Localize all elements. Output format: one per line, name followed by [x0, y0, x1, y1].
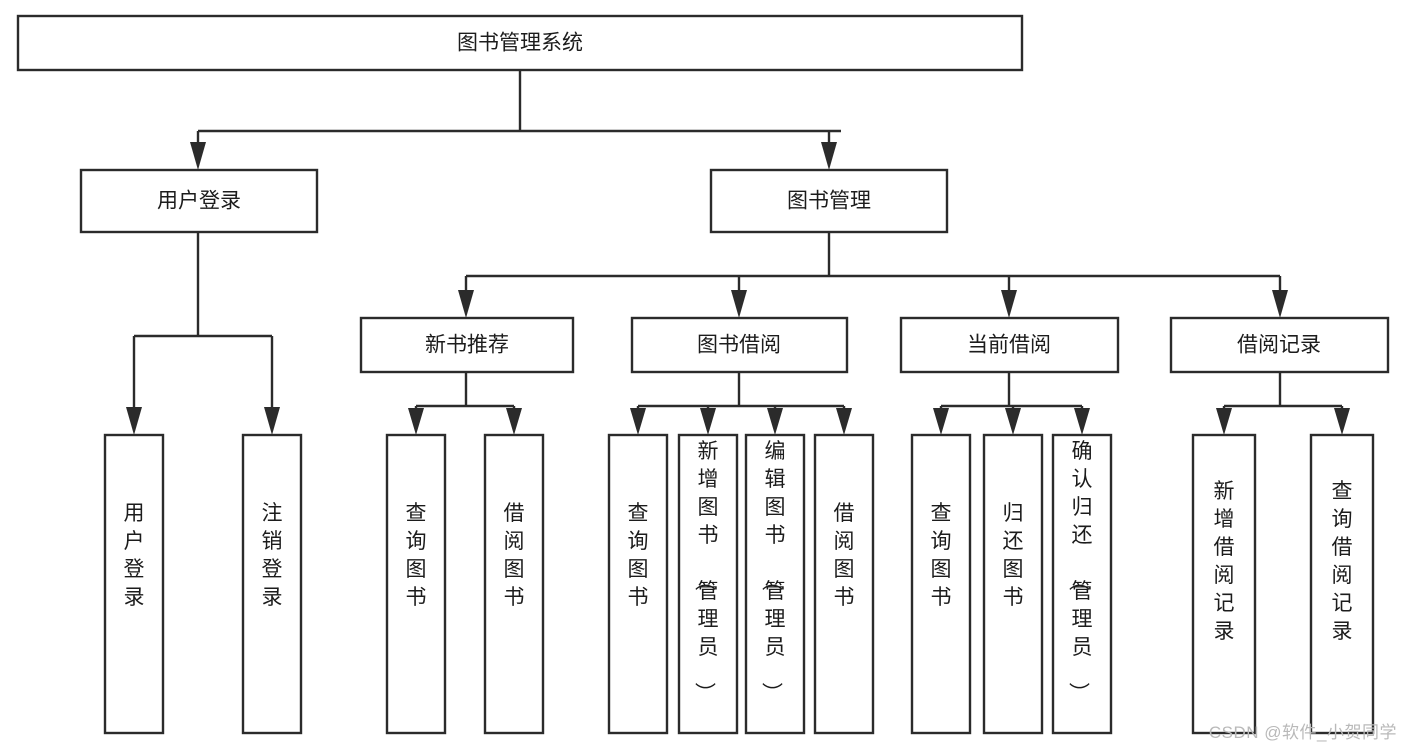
arrow-borrow-record-leaf-2-icon: [1334, 408, 1350, 435]
arrow-new-book-rec-leaf-1-icon: [408, 408, 424, 435]
edge-group-current-borrow: [933, 372, 1090, 435]
node-book-borrow[interactable]: 图书借阅: [630, 316, 849, 374]
node-user-login-box[interactable]: [79, 168, 319, 234]
leaf-query-book-cur[interactable]: 查询图书: [910, 433, 972, 735]
node-book-manage-box[interactable]: [709, 168, 949, 234]
arrow-book-manage-to-new-book-rec-icon: [458, 290, 474, 318]
leaf-add-book-label: 新增图书（管理员）: [693, 440, 719, 703]
leaf-borrow-book-label: 借阅图书: [834, 502, 855, 609]
node-new-book-rec-box[interactable]: [359, 316, 575, 374]
leaf-query-book-borrow[interactable]: 查询图书: [607, 433, 669, 735]
arrow-current-borrow-leaf-1-icon: [933, 408, 949, 435]
edge-group-user-login: [126, 232, 280, 435]
node-root-box[interactable]: [16, 14, 1024, 72]
node-borrow-record-label: 借阅记录: [1237, 334, 1321, 357]
arrow-current-borrow-leaf-2-icon: [1005, 408, 1021, 435]
leaf-borrow-book-rec-label: 借阅图书: [504, 502, 525, 609]
edge-group-root: [190, 70, 841, 170]
leaf-add-book[interactable]: 新增图书（管理员）: [677, 433, 739, 735]
node-root[interactable]: 图书管理系统: [16, 14, 1024, 72]
leaf-borrow-book-rec[interactable]: 借阅图书: [483, 433, 545, 735]
leaf-logout-box[interactable]: [241, 433, 303, 735]
leaf-query-record[interactable]: 查询借阅记录: [1309, 433, 1375, 735]
leaf-query-book-rec-label: 查询图书: [406, 502, 427, 609]
node-book-manage[interactable]: 图书管理: [709, 168, 949, 234]
leaf-confirm-return-label: 确认归还（管理员）: [1067, 440, 1093, 703]
node-root-label: 图书管理系统: [457, 32, 583, 55]
csdn-watermark: CSDN @软件_小贺同学: [1208, 723, 1397, 742]
arrow-root-to-user-login-icon: [190, 142, 206, 170]
leaf-query-book-rec[interactable]: 查询图书: [385, 433, 447, 735]
arrow-book-manage-to-borrow-record-icon: [1272, 290, 1288, 318]
node-book-borrow-box[interactable]: [630, 316, 849, 374]
arrow-book-borrow-leaf-4-icon: [836, 408, 852, 435]
arrow-root-to-book-manage-icon: [821, 142, 837, 170]
arrow-new-book-rec-leaf-2-icon: [506, 408, 522, 435]
arrow-user-login-leaf-2-icon: [264, 407, 280, 435]
leaf-return-book-label: 归还图书: [1003, 502, 1024, 609]
leaf-add-book-box[interactable]: [677, 433, 739, 735]
node-user-login-label: 用户登录: [157, 190, 241, 213]
node-new-book-rec-label: 新书推荐: [425, 334, 509, 357]
arrow-user-login-leaf-1-icon: [126, 407, 142, 435]
node-book-borrow-label: 图书借阅: [697, 334, 781, 357]
leaf-edit-book-label: 编辑图书（管理员）: [760, 440, 786, 703]
leaf-add-record-label: 新增借阅记录: [1214, 480, 1235, 643]
leaf-return-book-box[interactable]: [982, 433, 1044, 735]
edge-group-borrow-record: [1216, 372, 1350, 435]
leaf-query-record-box[interactable]: [1309, 433, 1375, 735]
leaf-add-record[interactable]: 新增借阅记录: [1191, 433, 1257, 735]
leaf-borrow-book[interactable]: 借阅图书: [813, 433, 875, 735]
leaf-borrow-book-box[interactable]: [813, 433, 875, 735]
arrow-book-manage-to-current-borrow-icon: [1001, 290, 1017, 318]
arrow-borrow-record-leaf-1-icon: [1216, 408, 1232, 435]
leaf-logout[interactable]: 注销登录: [241, 433, 303, 735]
leaf-query-book-borrow-box[interactable]: [607, 433, 669, 735]
node-book-manage-label: 图书管理: [787, 190, 871, 213]
leaf-borrow-book-rec-box[interactable]: [483, 433, 545, 735]
leaf-confirm-return[interactable]: 确认归还（管理员）: [1051, 433, 1113, 735]
arrow-book-manage-to-book-borrow-icon: [731, 290, 747, 318]
leaf-add-record-box[interactable]: [1191, 433, 1257, 735]
node-new-book-rec[interactable]: 新书推荐: [359, 316, 575, 374]
leaf-logout-label: 注销登录: [262, 502, 283, 609]
leaf-query-record-label: 查询借阅记录: [1332, 480, 1353, 643]
leaf-query-book-cur-label: 查询图书: [931, 502, 952, 609]
leaf-user-login-label: 用户登录: [124, 502, 145, 609]
leaf-user-login-box[interactable]: [103, 433, 165, 735]
node-current-borrow-label: 当前借阅: [967, 334, 1051, 357]
leaf-query-book-rec-box[interactable]: [385, 433, 447, 735]
node-current-borrow-box[interactable]: [899, 316, 1120, 374]
leaf-edit-book-box[interactable]: [744, 433, 806, 735]
arrow-book-borrow-leaf-1-icon: [630, 408, 646, 435]
arrow-current-borrow-leaf-3-icon: [1074, 408, 1090, 435]
leaf-user-login[interactable]: 用户登录: [103, 433, 165, 735]
arrow-book-borrow-leaf-3-icon: [767, 408, 783, 435]
leaf-query-book-cur-box[interactable]: [910, 433, 972, 735]
leaf-confirm-return-box[interactable]: [1051, 433, 1113, 735]
edge-group-new-book-rec: [408, 372, 522, 435]
node-current-borrow[interactable]: 当前借阅: [899, 316, 1120, 374]
leaf-edit-book[interactable]: 编辑图书（管理员）: [744, 433, 806, 735]
leaf-query-book-borrow-label: 查询图书: [628, 502, 649, 609]
edge-group-book-manage: [458, 232, 1288, 318]
arrow-book-borrow-leaf-2-icon: [700, 408, 716, 435]
node-borrow-record-box[interactable]: [1169, 316, 1390, 374]
node-borrow-record[interactable]: 借阅记录: [1169, 316, 1390, 374]
leaf-return-book[interactable]: 归还图书: [982, 433, 1044, 735]
node-user-login[interactable]: 用户登录: [79, 168, 319, 234]
edge-group-book-borrow: [630, 372, 852, 435]
